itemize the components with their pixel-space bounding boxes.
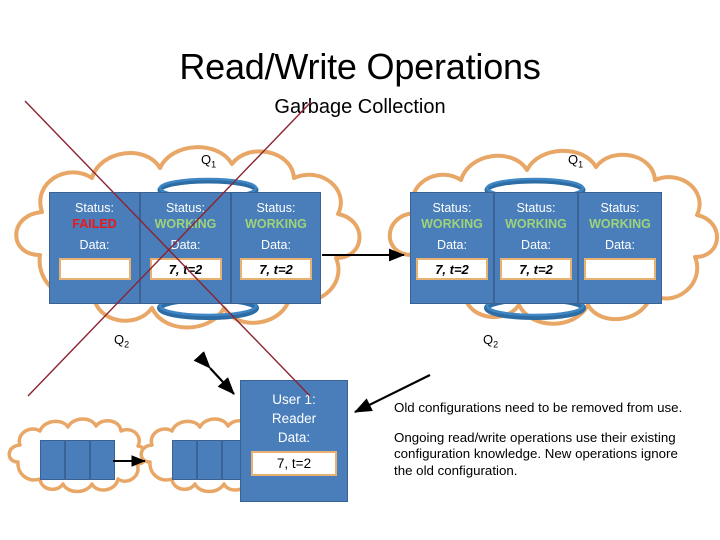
status-label: Status: [75,201,114,215]
data-value-box [584,258,656,280]
status-badge: FAILED [72,217,117,231]
status-label: Status: [166,201,205,215]
new-config-panel-1[interactable]: Status: WORKING Data: 7, t=2 [410,192,494,304]
user-line-3: Data: [277,430,311,445]
data-label: Data: [79,238,110,252]
status-badge: WORKING [421,217,483,231]
data-label: Data: [261,238,291,252]
data-value: 7, t=2 [519,261,553,277]
mini-panel [65,440,90,480]
new-config-panel-group: Status: WORKING Data: 7, t=2 Status: WOR… [410,192,662,304]
mini-config-left [40,440,115,480]
old-config-q2-label: Q2 [114,332,130,350]
mini-panel [172,440,197,480]
user-reader-box[interactable]: User 1: Reader Data: 7, t=2 [240,380,348,502]
status-label: Status: [432,201,472,215]
data-value-box: 7, t=2 [416,258,488,280]
status-badge: WORKING [154,217,217,231]
data-label: Data: [437,238,467,252]
data-value-box: 7, t=2 [149,258,222,280]
user-config-link-arrow [193,351,235,395]
status-label: Status: [256,201,296,215]
mini-panel [40,440,65,480]
status-label: Status: [516,201,556,215]
user-line-1: User 1: [272,392,316,407]
slide-subtitle: Garbage Collection [274,96,446,118]
data-label: Data: [170,238,201,252]
old-config-panel-2[interactable]: Status: WORKING Data: 7, t=2 [140,192,231,304]
data-value-box: 7, t=2 [500,258,572,280]
mini-config-right [172,440,247,480]
old-config-panel-3[interactable]: Status: WORKING Data: 7, t=2 [231,192,321,304]
note-paragraph-1: Old configurations need to be removed fr… [394,400,683,415]
status-badge: WORKING [245,217,307,231]
slide-title: Read/Write Operations [179,46,541,87]
user-data-value-box: 7, t=2 [251,451,337,476]
data-value-box [58,258,131,280]
old-config-panel-1[interactable]: Status: FAILED Data: [49,192,140,304]
data-value-box: 7, t=2 [240,258,312,280]
user-data-value: 7, t=2 [276,456,312,471]
user-line-2: Reader [271,411,317,426]
data-label: Data: [521,238,551,252]
new-config-q1-label: Q1 [568,152,584,170]
data-value: 7, t=2 [435,261,469,277]
old-config-panel-group: Status: FAILED Data: Status: WORKING Dat… [49,192,321,304]
new-config-q2-label: Q2 [483,332,499,350]
old-config-q1-label: Q1 [201,152,217,170]
data-value: 7, t=2 [259,261,293,277]
note-paragraph-2: Ongoing read/write operations use their … [394,429,678,478]
data-label: Data: [605,238,635,252]
status-badge: WORKING [589,217,651,231]
mini-panel [197,440,222,480]
explanatory-notes: Old configurations need to be removed fr… [394,400,699,479]
data-value: 7, t=2 [168,261,203,277]
status-badge: WORKING [505,217,567,231]
new-config-panel-2[interactable]: Status: WORKING Data: 7, t=2 [494,192,578,304]
new-config-panel-3[interactable]: Status: WORKING Data: [578,192,662,304]
status-label: Status: [600,201,640,215]
mini-panel [90,440,115,480]
